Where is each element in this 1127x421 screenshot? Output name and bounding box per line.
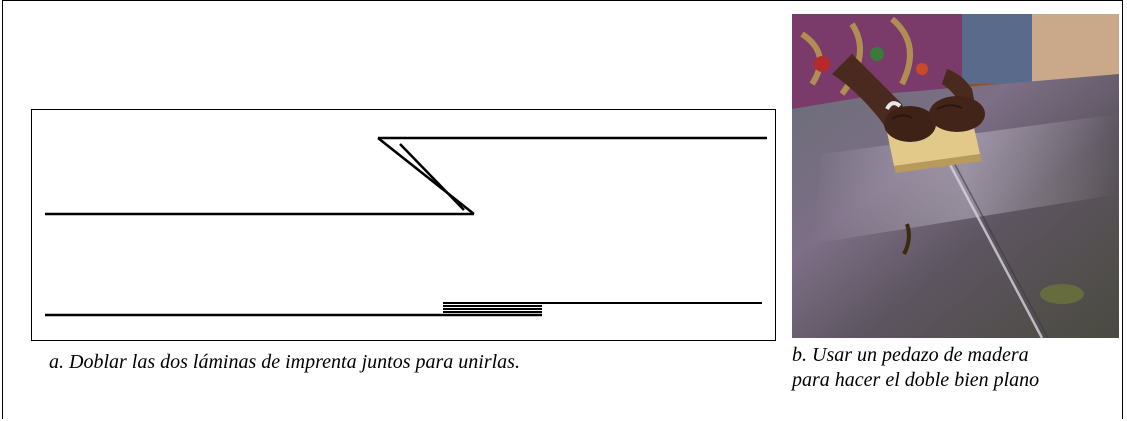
photo-fabric-dot-1 — [814, 56, 830, 72]
caption-b: b. Usar un pedazo de madera para hacer e… — [792, 343, 1039, 393]
photo-fold-seam-shadow — [951, 158, 1049, 338]
photo-knuckles — [891, 104, 963, 120]
photo-fabric-dot-2 — [870, 47, 884, 61]
caption-a: a. Doblar las dos láminas de imprenta ju… — [49, 351, 520, 373]
photo-jeans — [962, 14, 1032, 84]
photo-metal-sheen — [812, 114, 1119, 244]
photo-smudge — [902, 223, 911, 255]
photo-illustration — [792, 14, 1119, 338]
caption-b-line-2: para hacer el doble bien plano — [792, 369, 1040, 391]
photo-hands-flattening-fold — [792, 14, 1119, 338]
photo-left-hand — [884, 106, 936, 142]
photo-wood-block-edge — [894, 154, 982, 173]
photo-chalk-mark — [885, 101, 902, 110]
caption-b-line-1: b. Usar un pedazo de madera — [792, 344, 1029, 366]
photo-right-hand — [929, 96, 985, 132]
photo-fold-seam — [945, 158, 1044, 338]
photo-green-stain — [1040, 284, 1084, 304]
fold-diagram — [31, 109, 776, 341]
fold-diagram-drawing — [45, 136, 767, 317]
inner-fold-diagonal — [399, 143, 465, 211]
photo-fabric-dot-3 — [916, 63, 928, 75]
outer-fold-diagonal — [377, 137, 475, 215]
